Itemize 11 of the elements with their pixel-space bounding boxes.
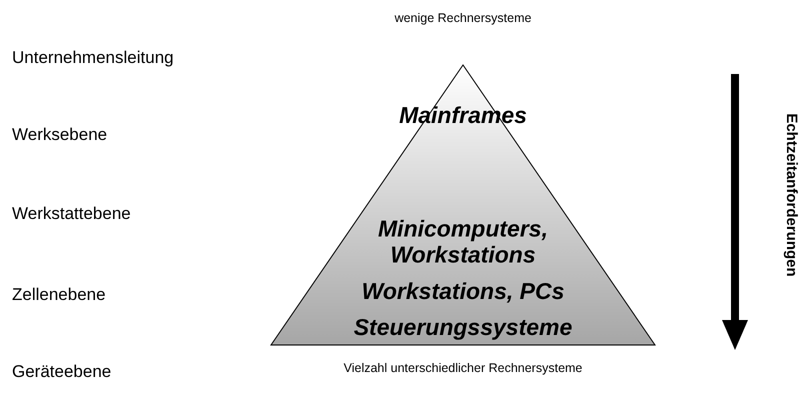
axis-label: Echtzeitanforderungen <box>783 113 800 277</box>
pyramid-caption: Vielzahl unterschiedlicher Rechnersysteme <box>344 361 582 375</box>
tier-label: Workstations, PCs <box>360 279 566 305</box>
level-label: Zellenebene <box>12 285 106 305</box>
level-label: Werkstattebene <box>12 204 131 224</box>
level-label: Werksebene <box>12 125 108 145</box>
tier-label: Steuerungssysteme <box>352 315 574 341</box>
level-label: Geräteebene <box>12 362 112 382</box>
tier-label: Minicomputers, Workstations <box>377 216 549 268</box>
pyramid-caption: wenige Rechnersysteme <box>394 11 532 25</box>
level-label: Unternehmensleitung <box>12 48 174 68</box>
